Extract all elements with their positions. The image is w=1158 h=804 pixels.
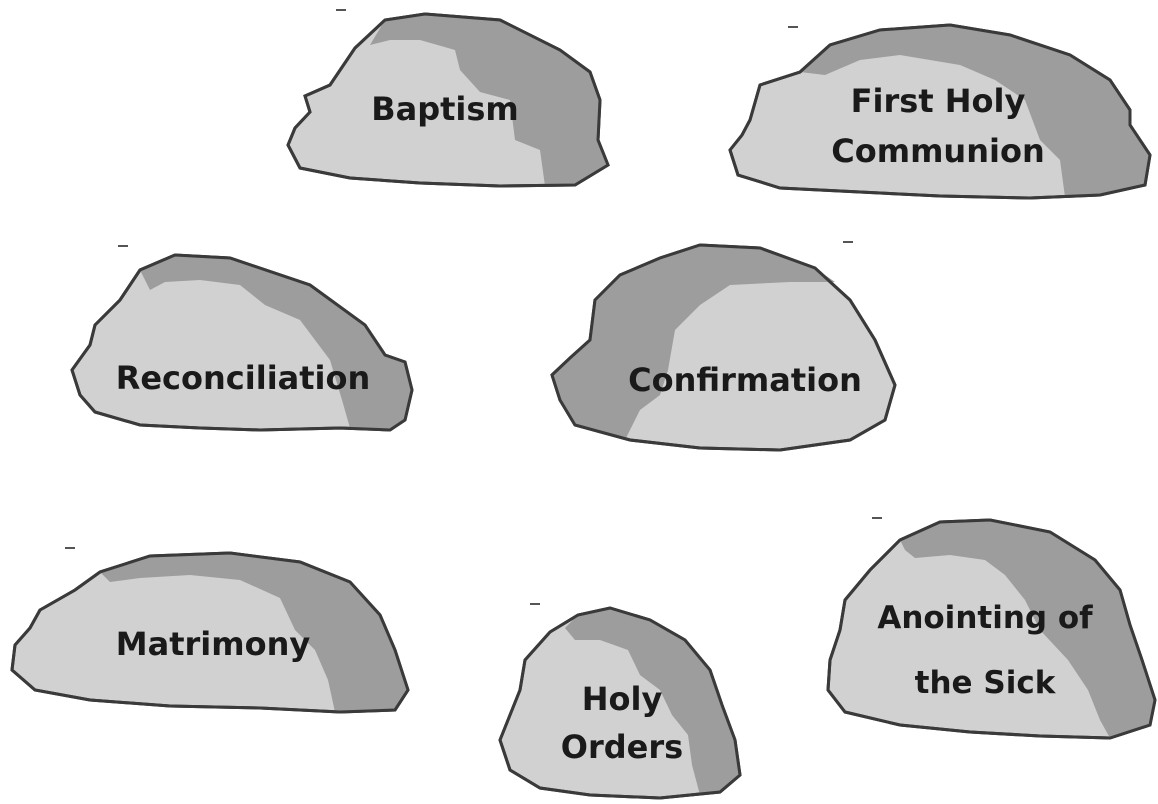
- rock-outline: [10, 551, 410, 714]
- rock-label-baptism: Baptism: [371, 90, 519, 128]
- rock-baptism: Baptism: [286, 12, 610, 188]
- rock-label-holy-orders-line2: Orders: [561, 728, 683, 766]
- rock-shadow: [370, 14, 608, 186]
- rock-confirmation: Confirmation: [550, 243, 897, 452]
- rock-shadow: [552, 245, 835, 440]
- rock-label-anointing-line2: the Sick: [915, 665, 1057, 701]
- rock-shadow: [140, 255, 412, 430]
- rock-shadow: [900, 520, 1155, 738]
- rock-label-matrimony: Matrimony: [116, 625, 311, 663]
- rock-anointing-of-the-sick: Anointing of the Sick: [826, 518, 1157, 740]
- rock-first-holy-communion: First Holy Communion: [728, 23, 1152, 200]
- rock-label-anointing-line1: Anointing of: [877, 600, 1093, 636]
- rock-label-reconciliation: Reconciliation: [116, 359, 371, 397]
- rock-outline: [286, 12, 610, 188]
- rock-reconciliation: Reconciliation: [70, 253, 414, 432]
- rock-outline: [826, 518, 1157, 740]
- rock-outline: [70, 253, 414, 432]
- rock-label-holy-orders-line1: Holy: [582, 680, 663, 718]
- rock-label-first-holy-communion-line2: Communion: [831, 132, 1044, 170]
- rock-outline: [498, 606, 742, 800]
- rock-shadow: [100, 553, 408, 712]
- rock-label-confirmation: Confirmation: [628, 361, 862, 399]
- rock-holy-orders: Holy Orders: [498, 606, 742, 800]
- rock-outline: [550, 243, 897, 452]
- rock-label-first-holy-communion-line1: First Holy: [851, 82, 1026, 120]
- rock-matrimony: Matrimony: [10, 551, 410, 714]
- rock-shadow: [800, 25, 1150, 197]
- rock-outline: [728, 23, 1152, 200]
